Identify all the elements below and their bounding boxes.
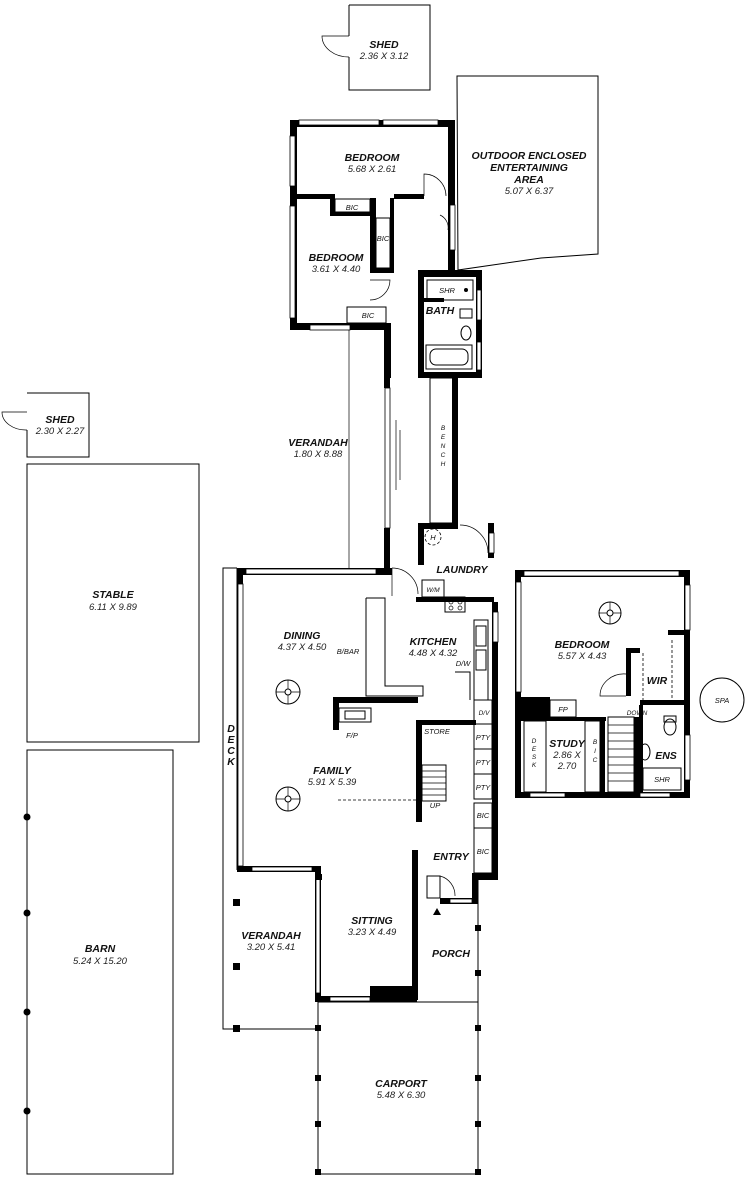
kitchen-name: KITCHEN bbox=[410, 636, 457, 648]
dining-dim: 4.37 X 4.50 bbox=[278, 642, 327, 653]
porch-label: PORCH bbox=[432, 948, 470, 960]
verandah-small-dim: 3.20 X 5.41 bbox=[247, 942, 296, 953]
kitchen-dim: 4.48 X 4.32 bbox=[409, 648, 458, 659]
sitting-dim: 3.23 X 4.49 bbox=[348, 927, 397, 938]
ceiling-fan-icon bbox=[275, 786, 301, 812]
shed-top: SHED 2.36 X 3.12 bbox=[321, 4, 431, 91]
laundry-label: LAUNDRY bbox=[436, 564, 488, 576]
bedroom1-name: BEDROOM bbox=[345, 152, 400, 164]
carport-name: CARPORT bbox=[375, 1078, 428, 1090]
shed-top-name: SHED bbox=[369, 39, 399, 51]
shed-top-dim: 2.36 X 3.12 bbox=[359, 51, 409, 62]
carport-dim: 5.48 X 6.30 bbox=[377, 1090, 426, 1101]
wm-label: W/M bbox=[426, 587, 440, 594]
shed-left-name: SHED bbox=[45, 414, 75, 426]
family-name: FAMILY bbox=[313, 765, 352, 777]
study-dim2: 2.70 bbox=[557, 761, 577, 772]
bic-bed2-side: BIC bbox=[377, 234, 390, 243]
barn-dim: 5.24 X 15.20 bbox=[73, 956, 128, 967]
spa: SPA bbox=[699, 677, 745, 723]
up-label: UP bbox=[430, 801, 440, 810]
verandah-small-name: VERANDAH bbox=[241, 930, 301, 942]
verandah-long-dim: 1.80 X 8.88 bbox=[294, 449, 343, 460]
bedroom3-dim: 5.57 X 4.43 bbox=[558, 651, 607, 662]
dv-label: D/V bbox=[479, 710, 491, 717]
stable-dim: 6.11 X 9.89 bbox=[89, 602, 138, 613]
ens-label: ENS bbox=[655, 750, 677, 762]
bic-bed2: BIC bbox=[362, 311, 375, 320]
down-label: DOWN bbox=[627, 710, 648, 717]
bic-bed1: BIC bbox=[346, 203, 359, 212]
bedroom2-name: BEDROOM bbox=[309, 252, 364, 264]
outdoor-name-3: AREA bbox=[513, 174, 544, 186]
bbar-label: B/BAR bbox=[337, 647, 360, 656]
bath: SHR BATH bbox=[418, 270, 482, 378]
dining-name: DINING bbox=[284, 630, 321, 642]
ceiling-fan-icon bbox=[275, 679, 301, 705]
pty1: PTY bbox=[476, 733, 492, 742]
carport: CARPORT 5.48 X 6.30 bbox=[315, 880, 481, 1175]
bic-entry1: BIC bbox=[477, 811, 490, 820]
bedroom1-dim: 5.68 X 2.61 bbox=[348, 164, 397, 175]
bedroom-wing: BIC BIC BIC BEDROOM 5.68 X 2.61 BEDROOM … bbox=[289, 119, 456, 378]
outdoor-name-1: OUTDOOR ENCLOSED bbox=[472, 150, 587, 162]
fp-family: F/P bbox=[346, 731, 358, 740]
bic-entry2: BIC bbox=[477, 847, 490, 856]
study-dim1: 2.86 X bbox=[552, 750, 581, 761]
study-name: STUDY bbox=[549, 738, 586, 750]
family-dim: 5.91 X 5.39 bbox=[308, 777, 357, 788]
spa-label: SPA bbox=[715, 696, 729, 705]
wir-label: WIR bbox=[647, 675, 668, 687]
stable-name: STABLE bbox=[92, 589, 134, 601]
fp-bed: FP bbox=[558, 705, 568, 714]
shr-ens: SHR bbox=[654, 775, 670, 784]
shed-left: SHED 2.30 X 2.27 bbox=[1, 392, 90, 458]
bedroom2-dim: 3.61 X 4.40 bbox=[312, 264, 361, 275]
store-label: STORE bbox=[424, 727, 451, 736]
entry-label: ENTRY bbox=[433, 851, 469, 863]
outdoor-entertaining-area: OUTDOOR ENCLOSED ENTERTAINING AREA 5.07 … bbox=[456, 75, 599, 271]
shr-bath: SHR bbox=[439, 286, 455, 295]
pty2: PTY bbox=[476, 758, 492, 767]
barn-name: BARN bbox=[85, 943, 116, 955]
sitting-name: SITTING bbox=[351, 915, 392, 927]
h-label: H bbox=[430, 533, 436, 542]
outdoor-name-2: ENTERTAINING bbox=[490, 162, 568, 174]
pty3: PTY bbox=[476, 783, 492, 792]
ceiling-fan-icon bbox=[598, 601, 622, 625]
bath-label: BATH bbox=[426, 305, 455, 317]
barn: BARN 5.24 X 15.20 bbox=[23, 749, 174, 1175]
verandah-long-name: VERANDAH bbox=[288, 437, 348, 449]
outdoor-dim: 5.07 X 6.37 bbox=[505, 186, 554, 197]
bedroom3-name: BEDROOM bbox=[555, 639, 610, 651]
dw-label: D/W bbox=[456, 659, 472, 668]
stable: STABLE 6.11 X 9.89 bbox=[26, 463, 200, 743]
shed-left-dim: 2.30 X 2.27 bbox=[35, 426, 85, 437]
